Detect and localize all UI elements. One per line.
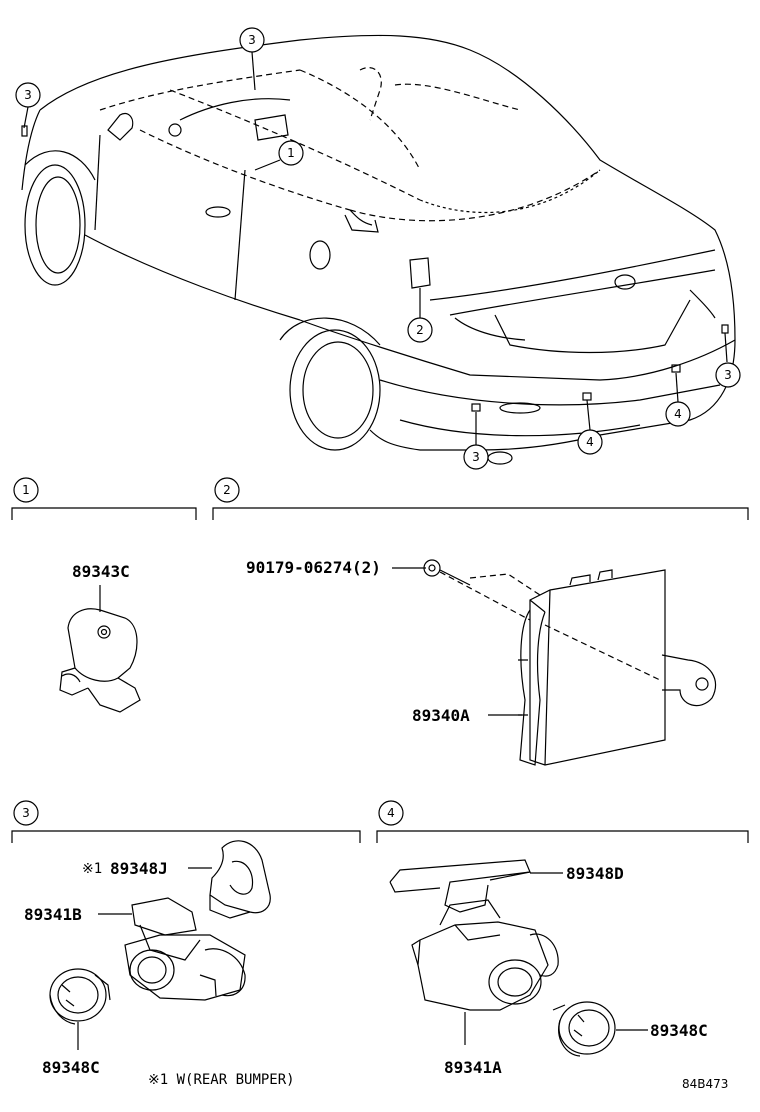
callout-2-label: 2: [416, 323, 424, 337]
part-label-89348D[interactable]: 89348D: [566, 864, 624, 883]
part-89343C-drawing: [59, 585, 141, 713]
callout-3-front: 3: [15, 82, 41, 108]
car-illustration: [21, 34, 736, 465]
part-89348D-drawing: [389, 859, 563, 913]
section-markers: 1 2 3 4: [13, 477, 404, 826]
callout-3-label: 3: [472, 450, 480, 464]
section-3-marker: 3: [13, 800, 39, 826]
part-labels: 89343C 90179-06274(2) 89340A ※1 89348J 8…: [24, 558, 728, 1091]
callout-1: 1: [278, 140, 304, 166]
section-4-marker: 4: [378, 800, 404, 826]
callout-3-label: 3: [24, 88, 32, 102]
part-89340A-drawing: [439, 569, 717, 766]
callout-4-left: 4: [577, 429, 603, 455]
part-label-89340A[interactable]: 89340A: [412, 706, 470, 725]
section-3-number: 3: [22, 806, 30, 820]
callout-4-label: 4: [674, 407, 682, 421]
part-89348J-drawing: [188, 840, 271, 919]
callout-leaders: [23, 51, 728, 445]
drawing-code: 84B473: [682, 1077, 728, 1091]
note-mark: ※1: [82, 861, 102, 877]
part-label-89341A[interactable]: 89341A: [444, 1058, 502, 1077]
part-label-89343C[interactable]: 89343C: [72, 562, 130, 581]
callout-2: 2: [407, 317, 433, 343]
part-label-90179-06274[interactable]: 90179-06274(2): [246, 558, 381, 577]
callout-1-label: 1: [287, 146, 295, 160]
part-89348C-right-drawing: [552, 1001, 648, 1057]
section-2-marker: 2: [214, 477, 240, 503]
section-2-number: 2: [223, 483, 231, 497]
section-1-number: 1: [22, 483, 30, 497]
part-bolt-drawing: [392, 559, 471, 586]
callout-3-top: 3: [239, 27, 265, 53]
section-dividers: [11, 507, 749, 843]
part-label-89341B[interactable]: 89341B: [24, 905, 82, 924]
footnote-rear-bumper: ※1 W(REAR BUMPER): [148, 1072, 295, 1088]
section-1-marker: 1: [13, 477, 39, 503]
part-label-89348C-right[interactable]: 89348C: [650, 1021, 708, 1040]
part-89348C-left-drawing: [49, 968, 111, 1050]
callout-4-right: 4: [665, 401, 691, 427]
section-4-number: 4: [387, 806, 395, 820]
part-89341A-drawing: [411, 899, 559, 1045]
callout-3-rear-left: 3: [463, 444, 489, 470]
part-89341B-drawing: [98, 897, 246, 1001]
callout-3-label: 3: [724, 368, 732, 382]
callout-3-label: 3: [248, 33, 256, 47]
callout-3-rear-right: 3: [715, 362, 741, 388]
part-label-89348C-left[interactable]: 89348C: [42, 1058, 100, 1077]
part-label-89348J[interactable]: 89348J: [110, 859, 168, 878]
callout-circles: 3 3 1 2 3 4 4 3: [15, 27, 741, 470]
callout-4-label: 4: [586, 435, 594, 449]
